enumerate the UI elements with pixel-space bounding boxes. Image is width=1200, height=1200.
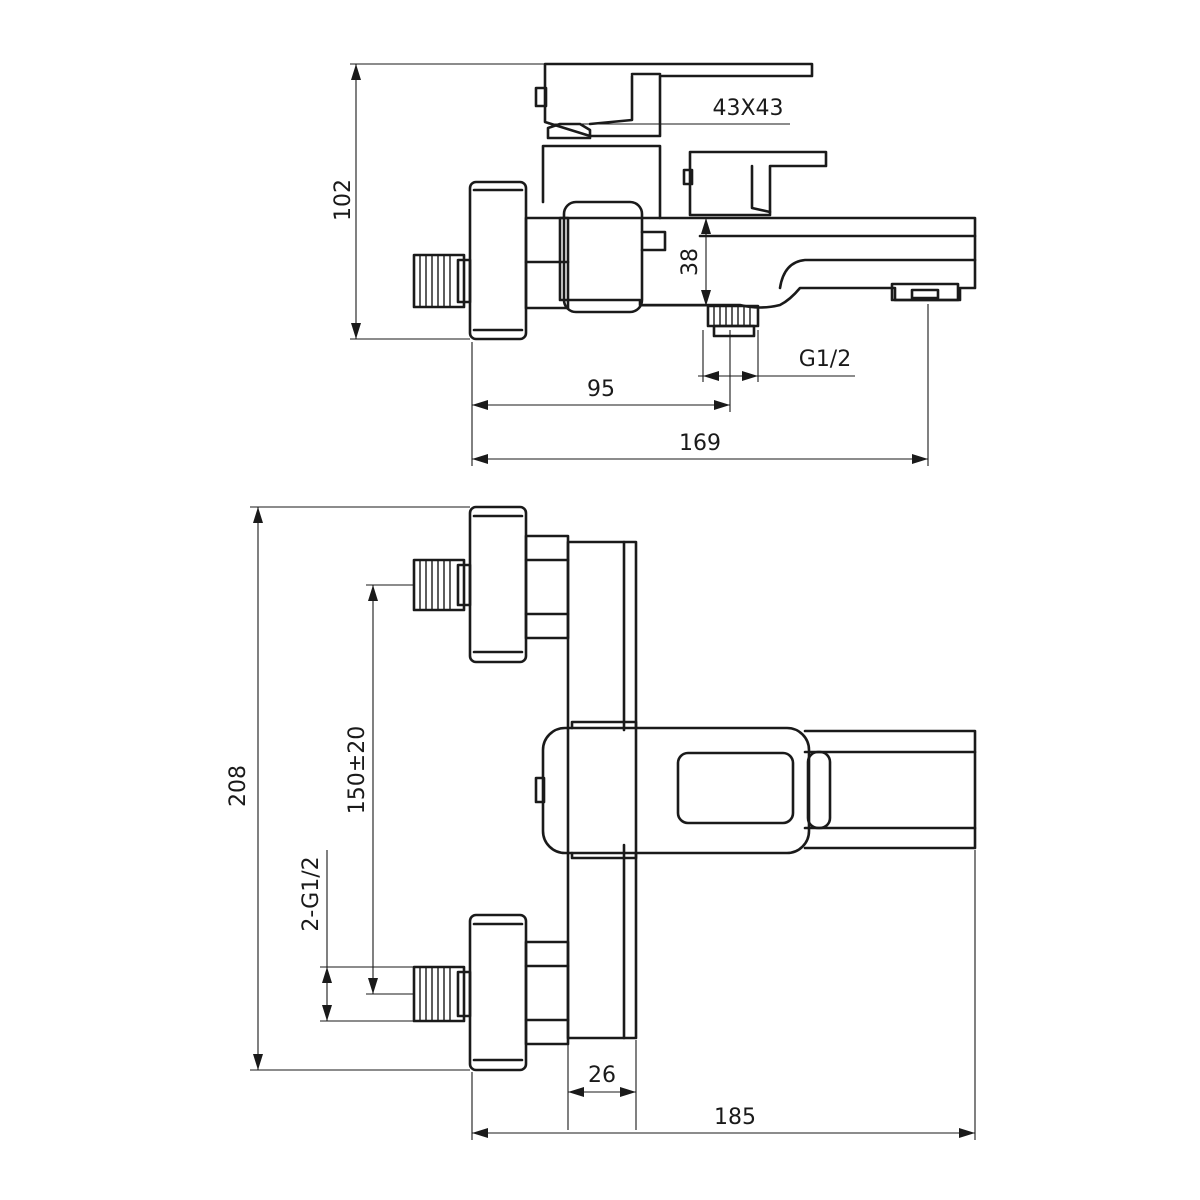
side-view-dimensions: 102 43X43 38 G1/2 95 169: [331, 63, 929, 466]
top-upper-inlet-thread: [412, 558, 472, 612]
side-aerator: [890, 282, 960, 302]
side-inlet-thread: [412, 253, 472, 309]
top-lower-hex-nut: [524, 940, 570, 1046]
dim-outlet-thread: G1/2: [799, 347, 851, 372]
side-diverter-knob: [688, 150, 828, 217]
top-lower-inlet-thread: [412, 965, 472, 1023]
side-outlet-thread: [706, 304, 760, 338]
dim-inlet-thread: 2-G1/2: [299, 856, 324, 931]
top-lever-recess: [676, 751, 795, 825]
side-view: [412, 62, 977, 341]
top-view-dimensions: 208 150±20 2-G1/2 26 185: [226, 506, 976, 1140]
dim-inlet-spacing: 150±20: [345, 726, 370, 814]
side-wall-flange-edge: [472, 188, 524, 332]
top-lower-flange: [468, 913, 528, 1072]
top-upper-hex-nut: [524, 534, 570, 640]
dim-to-outlet: 95: [587, 377, 615, 402]
dim-side-height: 102: [331, 179, 356, 221]
side-mixer-lever: [543, 62, 814, 138]
dim-overall-length: 185: [714, 1105, 756, 1130]
top-upper-flange: [468, 505, 528, 664]
dim-handle-size: 43X43: [712, 96, 783, 121]
side-cartridge-housing: [562, 200, 644, 314]
dim-spout-height: 38: [678, 248, 703, 276]
dim-overall-height: 208: [226, 765, 251, 807]
top-spout: [803, 729, 977, 850]
top-body-bar: [566, 540, 638, 1040]
side-wall-flange: [468, 180, 528, 341]
dim-overall-depth: 169: [679, 431, 721, 456]
dim-body-width: 26: [588, 1063, 616, 1088]
top-lever-head: [541, 726, 811, 855]
side-riser: [541, 144, 662, 220]
top-view: [412, 505, 977, 1072]
